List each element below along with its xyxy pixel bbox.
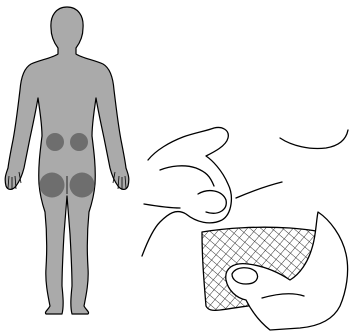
body-silhouette <box>5 7 129 314</box>
site-left-buttock <box>40 173 65 198</box>
site-upper-left-back <box>46 133 64 151</box>
hand-contour-3 <box>280 130 348 149</box>
site-upper-right-back <box>70 133 88 151</box>
body-figure <box>5 7 129 314</box>
hand-illustration <box>142 127 348 330</box>
site-right-buttock <box>70 173 95 198</box>
hand-contour-1 <box>236 182 282 198</box>
